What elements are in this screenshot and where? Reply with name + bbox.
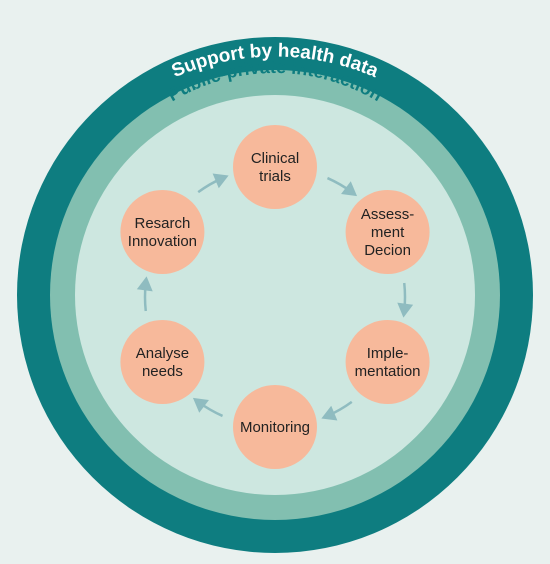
cycle-layer: ClinicaltrialsAssess-mentDecionImple-men… xyxy=(120,125,430,469)
cycle-arrow-icon xyxy=(192,397,209,413)
cycle-node-label: mentation xyxy=(355,363,421,380)
cycle-node-label: ment xyxy=(371,224,405,241)
cycle-node-label: Assess- xyxy=(361,206,414,223)
cycle-node-circle xyxy=(233,125,317,209)
cycle-node-circle xyxy=(233,385,317,469)
cycle-node: Monitoring xyxy=(233,385,317,469)
cycle-node-label: trials xyxy=(259,168,291,185)
cycle-arrow-icon xyxy=(341,181,358,197)
cycle-node-label: Imple- xyxy=(367,345,409,362)
cycle-node-circle xyxy=(345,190,430,274)
cycle-node-label: Clinical xyxy=(251,150,299,167)
cycle-node-circle xyxy=(120,190,205,274)
cycle-node-label: needs xyxy=(142,363,183,380)
cycle-node-circle xyxy=(345,320,430,404)
cycle-node-label: Analyse xyxy=(136,345,189,362)
cycle-arrow-icon xyxy=(397,302,414,318)
cycle-arrow-icon xyxy=(136,276,153,292)
cycle-arrow-icon xyxy=(321,405,338,421)
cycle-arrow-icon xyxy=(212,173,229,189)
cycle-node-label: Monitoring xyxy=(240,419,310,436)
cycle-node: Imple-mentation xyxy=(345,320,430,404)
cycle-node-label: Innovation xyxy=(128,233,197,250)
cycle-node-label: Decion xyxy=(364,242,411,259)
cycle-node-circle xyxy=(120,320,205,404)
cycle-node-label: Resarch xyxy=(134,215,190,232)
